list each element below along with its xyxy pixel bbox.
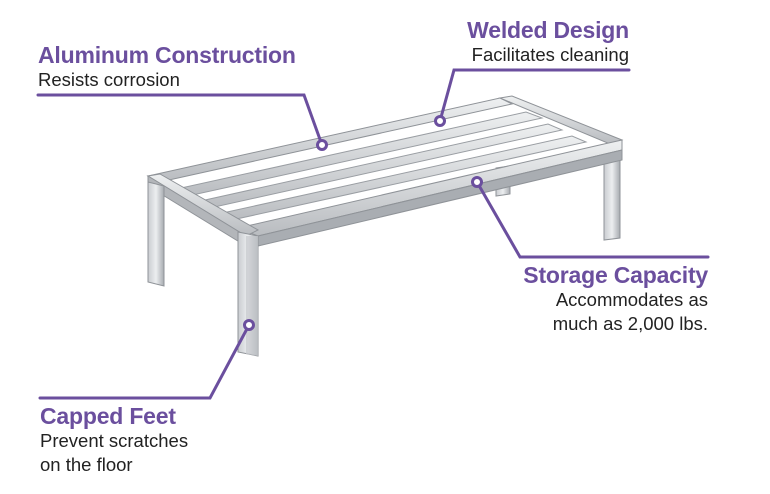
dot-welded bbox=[434, 115, 446, 127]
rack-frame bbox=[146, 95, 624, 357]
callout-desc: much as 2,000 lbs. bbox=[552, 313, 708, 334]
callout-feet: Capped Feet Prevent scratches on the flo… bbox=[40, 403, 188, 477]
rail-front bbox=[236, 139, 623, 237]
callout-desc: Prevent scratches bbox=[40, 430, 189, 451]
leader-feet bbox=[38, 323, 251, 400]
dot-storage bbox=[471, 176, 483, 188]
leader-lines bbox=[36, 68, 710, 400]
leader-welded bbox=[438, 68, 631, 123]
callout-title: Storage Capacity bbox=[523, 262, 708, 288]
callout-aluminum: Aluminum Construction Resists corrosion bbox=[38, 42, 296, 92]
leader-storage bbox=[475, 180, 710, 259]
dot-aluminum bbox=[316, 139, 328, 151]
callout-welded: Welded Design Facilitates cleaning bbox=[420, 17, 629, 67]
callout-desc: Facilitates cleaning bbox=[471, 44, 629, 65]
callout-title: Capped Feet bbox=[40, 403, 176, 429]
leg-left-rear bbox=[147, 181, 165, 287]
callout-desc: Accommodates as bbox=[555, 289, 708, 310]
callout-title: Welded Design bbox=[467, 17, 629, 43]
callout-storage: Storage Capacity Accommodates as much as… bbox=[480, 262, 708, 336]
dot-feet bbox=[243, 319, 255, 331]
callout-desc: on the floor bbox=[40, 454, 133, 475]
callout-dots bbox=[243, 115, 483, 331]
leader-aluminum bbox=[36, 93, 324, 147]
callout-desc: Resists corrosion bbox=[38, 69, 180, 90]
callout-title: Aluminum Construction bbox=[38, 42, 296, 68]
